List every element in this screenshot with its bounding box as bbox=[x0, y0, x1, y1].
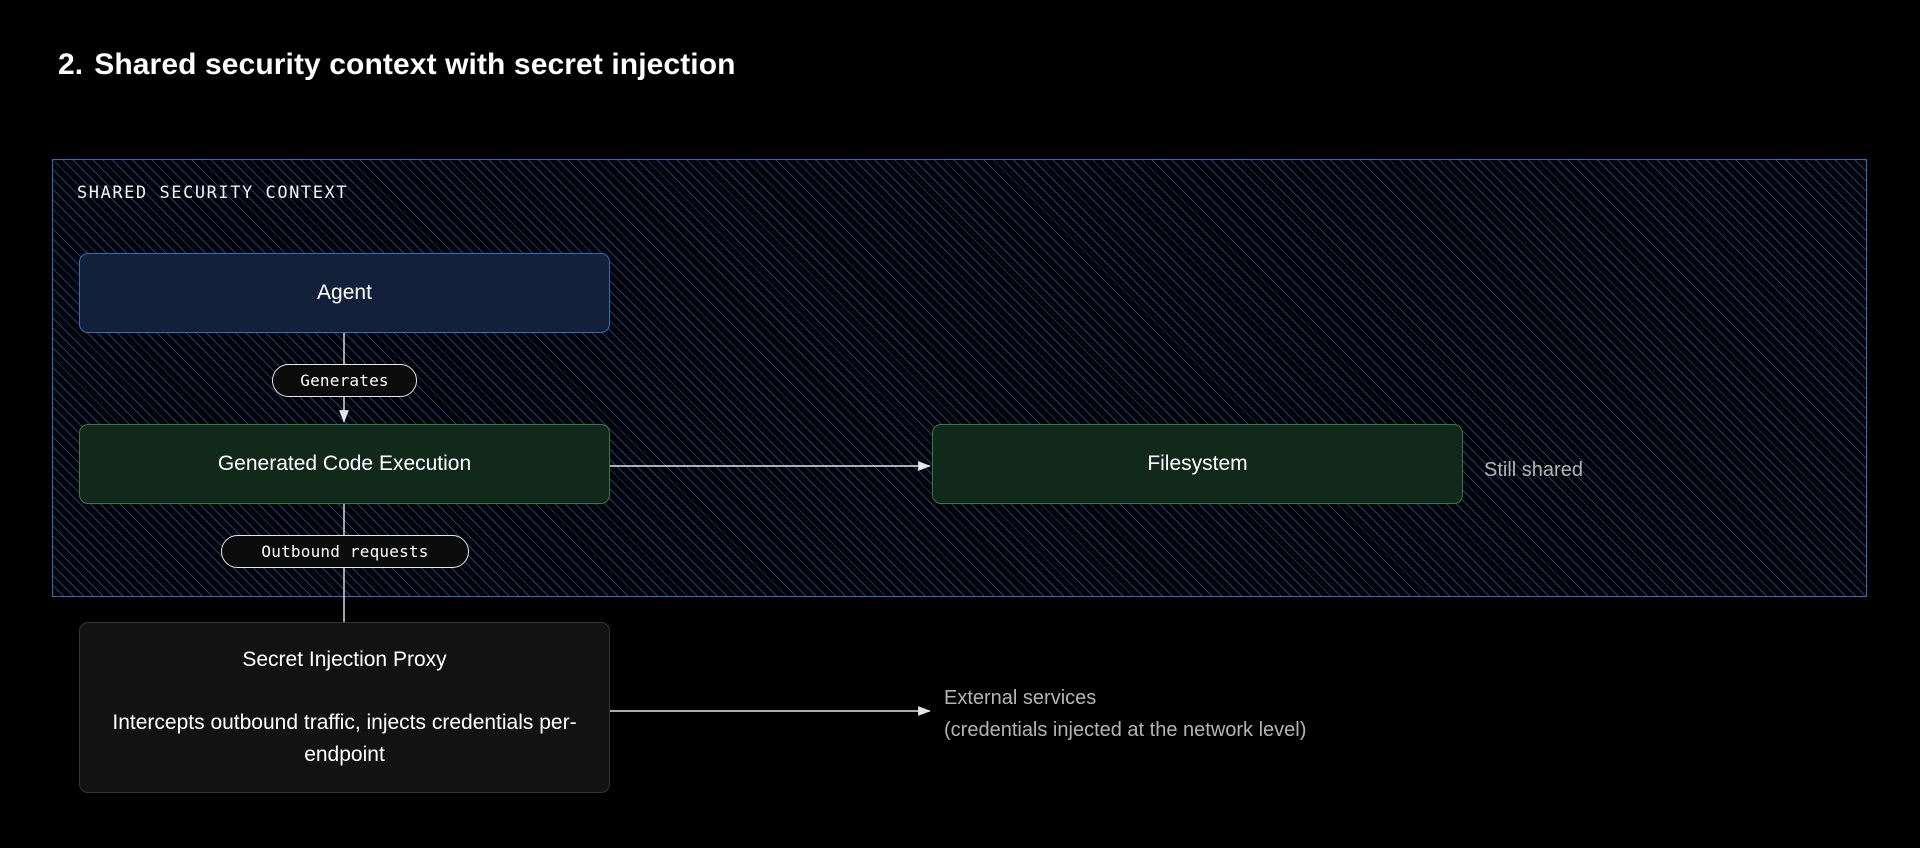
node-secret-injection-proxy[interactable]: Secret Injection Proxy Intercepts outbou… bbox=[79, 622, 610, 793]
node-secret-injection-proxy-label: Secret Injection Proxy bbox=[242, 648, 447, 671]
node-generated-code-execution[interactable]: Generated Code Execution bbox=[79, 424, 610, 504]
annotation-still-shared: Still shared bbox=[1484, 459, 1583, 481]
node-agent[interactable]: Agent bbox=[79, 253, 610, 333]
annotation-external-services-line1: External services bbox=[944, 687, 1097, 709]
edge-label-generates-text: Generates bbox=[300, 371, 389, 390]
node-generated-code-execution-label: Generated Code Execution bbox=[217, 451, 472, 475]
page-title: 2. Shared security context with secret in… bbox=[58, 48, 736, 82]
node-filesystem-label: Filesystem bbox=[1147, 451, 1248, 475]
edge-label-outbound-requests-text: Outbound requests bbox=[261, 542, 429, 561]
edge-label-generates: Generates bbox=[272, 364, 417, 397]
annotation-external-services: External services (credentials injected … bbox=[944, 682, 1306, 746]
page-title-number: 2. bbox=[58, 48, 84, 81]
annotation-external-services-line2: (credentials injected at the network lev… bbox=[944, 719, 1307, 741]
node-agent-label: Agent bbox=[317, 280, 372, 304]
edge-label-outbound-requests: Outbound requests bbox=[221, 535, 469, 568]
page-title-text: Shared security context with secret inje… bbox=[94, 48, 736, 81]
node-filesystem[interactable]: Filesystem bbox=[932, 424, 1463, 504]
shared-security-context-label: SHARED SECURITY CONTEXT bbox=[77, 183, 349, 203]
shared-security-context-container bbox=[52, 159, 1867, 597]
node-secret-injection-proxy-description: Intercepts outbound traffic, injects cre… bbox=[112, 711, 577, 767]
